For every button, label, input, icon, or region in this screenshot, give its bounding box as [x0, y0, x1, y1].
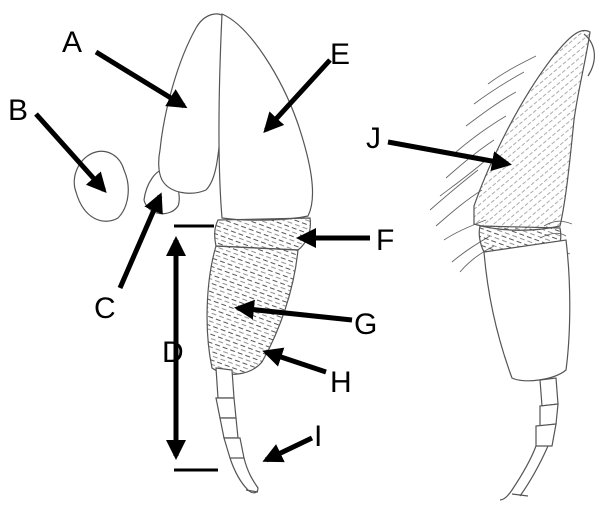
label-c: C	[94, 292, 116, 325]
label-g: G	[354, 308, 377, 341]
right-tarsus	[500, 378, 558, 500]
label-j: J	[366, 122, 381, 155]
part-j-segment	[474, 30, 590, 230]
part-i-tarsus	[216, 368, 258, 493]
arrow-c	[120, 196, 160, 288]
label-h: H	[330, 366, 352, 399]
left-leg	[74, 14, 312, 493]
label-i: I	[314, 420, 322, 453]
right-leg	[430, 30, 594, 500]
label-a: A	[62, 26, 82, 59]
label-f: F	[376, 224, 394, 257]
label-e: E	[330, 38, 350, 71]
label-d: D	[162, 336, 184, 369]
arrow-b	[36, 114, 104, 190]
right-segment-lower	[484, 240, 570, 381]
part-e-segment	[219, 14, 313, 220]
arrow-j	[388, 142, 508, 164]
label-b: B	[8, 94, 28, 127]
part-f-band	[215, 218, 311, 250]
arrow-h	[266, 352, 326, 372]
arrow-i	[266, 438, 312, 460]
arrow-a	[96, 52, 184, 106]
